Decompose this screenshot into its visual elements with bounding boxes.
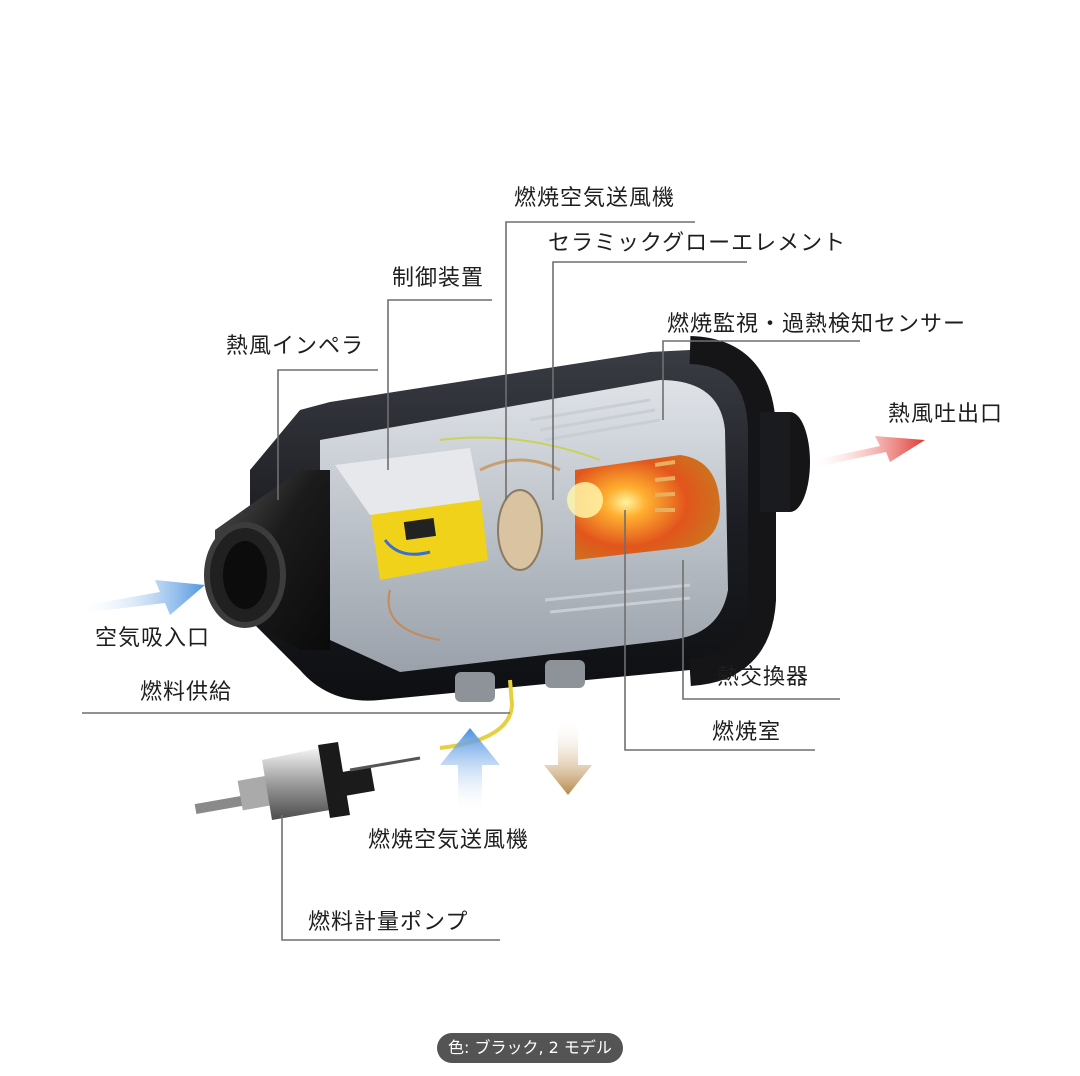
variant-caption-badge[interactable]: 色: ブラック, 2 モデル — [437, 1033, 623, 1063]
leader-lines — [82, 221, 860, 941]
fuel-line — [439, 679, 515, 750]
hot-air-outlet-arrow — [815, 436, 925, 466]
label-flame-overheat-sensor: 燃焼監視・過熱検知センサー — [667, 312, 967, 337]
label-fuel-supply: 燃料供給 — [140, 680, 233, 705]
label-hot-air-outlet: 熱風吐出口 — [888, 402, 1004, 427]
label-hot-air-impeller: 熱風インペラ — [226, 334, 365, 359]
label-combustion-air-blower-top: 燃焼空気送風機 — [514, 186, 676, 211]
label-combustion-chamber: 燃焼室 — [712, 720, 782, 745]
label-ceramic-glow-element: セラミックグローエレメント — [548, 231, 847, 256]
label-combustion-air-blower-bottom: 燃焼空気送風機 — [368, 828, 530, 853]
label-control-unit: 制御装置 — [392, 266, 485, 291]
label-air-intake: 空気吸入口 — [95, 626, 211, 651]
fuel-metering-pump — [194, 742, 421, 820]
label-fuel-metering-pump: 燃料計量ポンプ — [308, 910, 469, 935]
heater-body — [204, 336, 810, 702]
air-intake-arrow — [82, 580, 205, 615]
combustion-air-in-arrow — [440, 728, 500, 810]
exhaust-arrow — [544, 722, 592, 795]
label-heat-exchanger: 熱交換器 — [717, 665, 810, 690]
